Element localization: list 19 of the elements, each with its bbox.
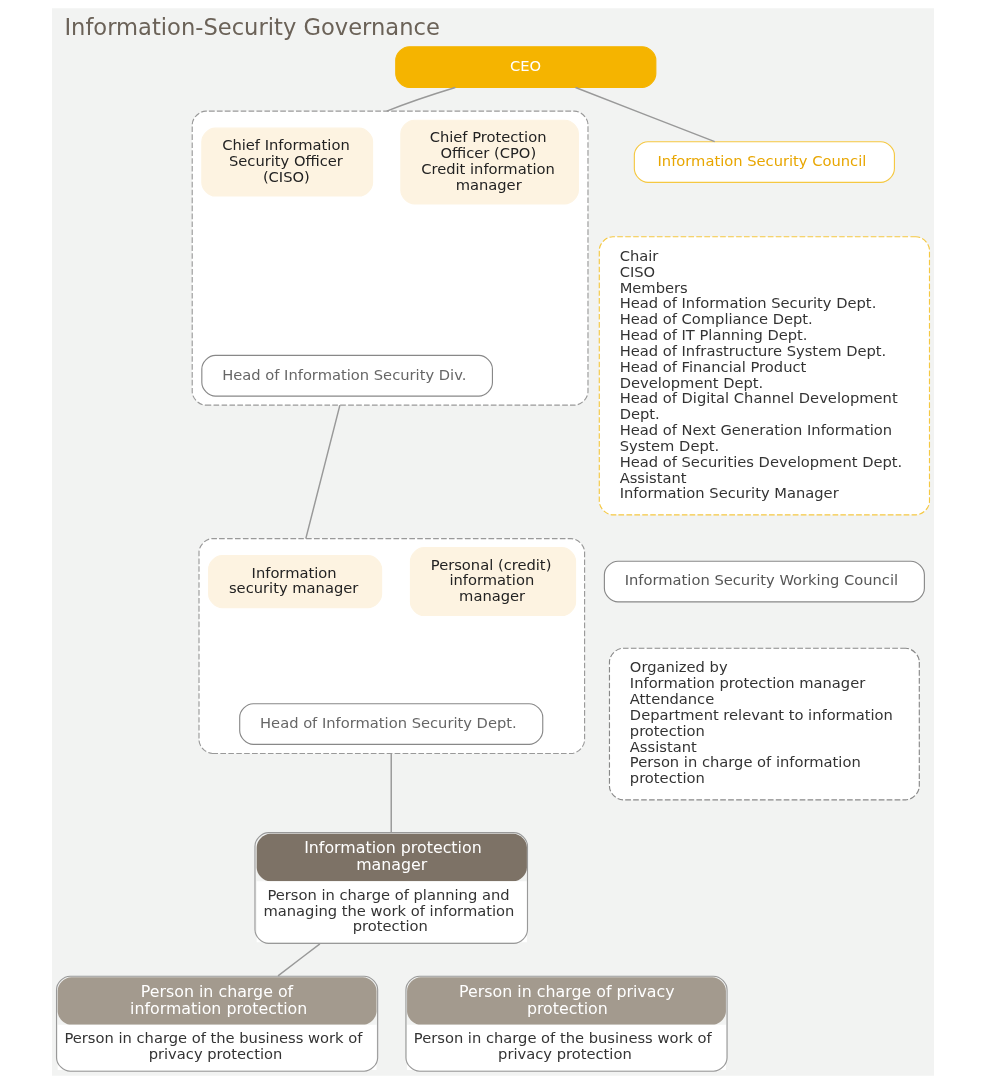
node-box: Chief Information Security Officer (CISO) (200, 127, 373, 197)
connector (304, 404, 341, 540)
node-box: Information Security Working Council (603, 560, 925, 603)
node-box: Information Security Council (633, 141, 895, 183)
node-box: Head of Information Security Div. (200, 354, 493, 397)
node-box: CEO (394, 46, 656, 88)
connector (276, 943, 321, 977)
node-box: Information security manager (207, 555, 382, 609)
node-box: Chair CISO Members Head of Information Security Dept. Head of Compliance Dept. Head of IT Planning Dept. Head of Infrastructure System Dept. Head of Financial Product Development Dept. Head of Digital Channel Development Dept. Head of Next Generation Information System Dept. Head of Securities Development Dept. Assistant Information Security Manager (598, 236, 930, 516)
node-box: Organized by Information protection manager Attendance Department relevant to information protection Assistant Person in charge of information protection (608, 647, 920, 801)
diagram-title: Information-Security Governance (63, 14, 440, 41)
node-box: Personal (credit) information manager (409, 547, 576, 617)
node-box: Head of Information Security Dept. (238, 703, 543, 745)
cluster (191, 110, 589, 406)
cluster (197, 538, 585, 754)
connector (390, 752, 392, 833)
node-box: Chief Protection Officer (CPO) Credit information manager (399, 119, 579, 205)
connector (574, 86, 715, 143)
connector (385, 86, 456, 112)
